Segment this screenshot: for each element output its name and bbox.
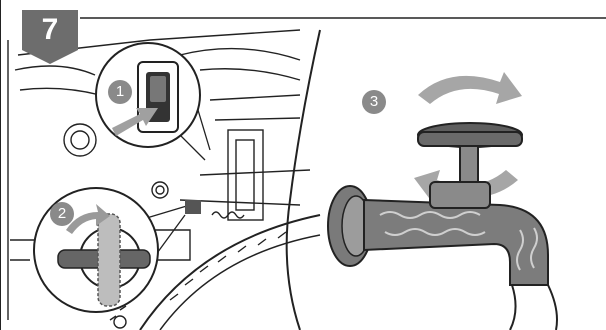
- callout-3: 3: [362, 90, 386, 114]
- step-number-badge: 7: [22, 10, 78, 50]
- callout-2: 2: [50, 202, 74, 226]
- faucet-icon: [328, 182, 548, 285]
- callout-1: 1: [108, 80, 132, 104]
- panel-divider: [287, 30, 320, 330]
- step-badge-tail: [22, 50, 78, 64]
- hose-icon: [510, 285, 557, 330]
- rotate-arrow-icon: [418, 72, 522, 104]
- faucet-scene: [328, 72, 557, 330]
